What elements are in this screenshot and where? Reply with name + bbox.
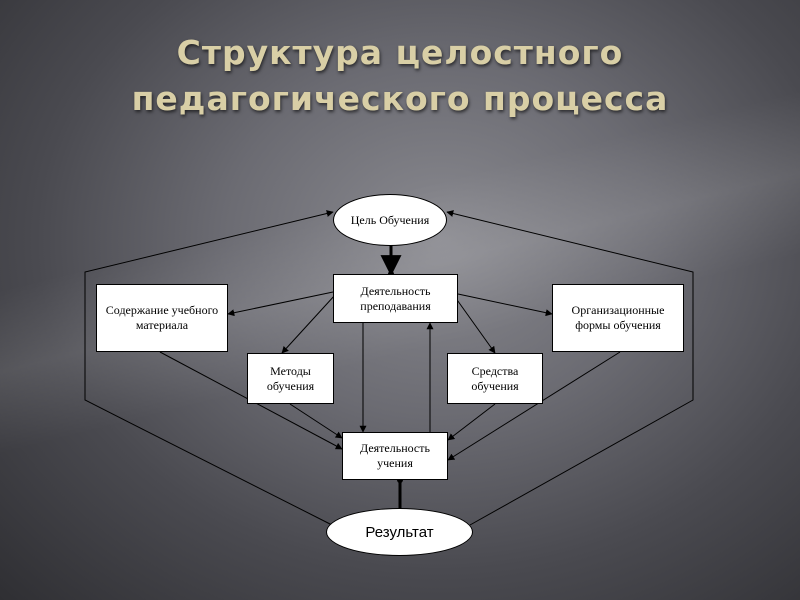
node-learning: Деятельность учения — [342, 432, 448, 480]
node-forms: Организационные формы обучения — [552, 284, 684, 352]
connector-methods-to-learning — [289, 403, 343, 439]
connector-teaching-to-methods — [281, 294, 336, 354]
connector-means-to-learning — [447, 403, 496, 441]
node-means: Средства обучения — [447, 353, 543, 404]
connector-teaching-to-forms — [457, 293, 553, 317]
connector-teaching-to-content — [227, 291, 334, 317]
title-line-1: Структура целостного — [176, 33, 624, 72]
connector-forms-to-learning — [447, 351, 621, 461]
slide-title: Структура целостного педагогического про… — [0, 30, 800, 122]
node-teaching: Деятельность преподавания — [333, 274, 458, 323]
title-line-2: педагогического процесса — [131, 79, 669, 118]
connector-teaching-to-means — [454, 296, 496, 354]
node-methods: Методы обучения — [247, 353, 334, 404]
node-content: Содержание учебного материала — [96, 284, 228, 352]
connector-result-to-goal-right — [446, 210, 694, 526]
node-goal: Цель Обучения — [333, 194, 447, 246]
node-result: Результат — [326, 508, 473, 556]
connector-result-to-goal-left — [84, 210, 334, 526]
